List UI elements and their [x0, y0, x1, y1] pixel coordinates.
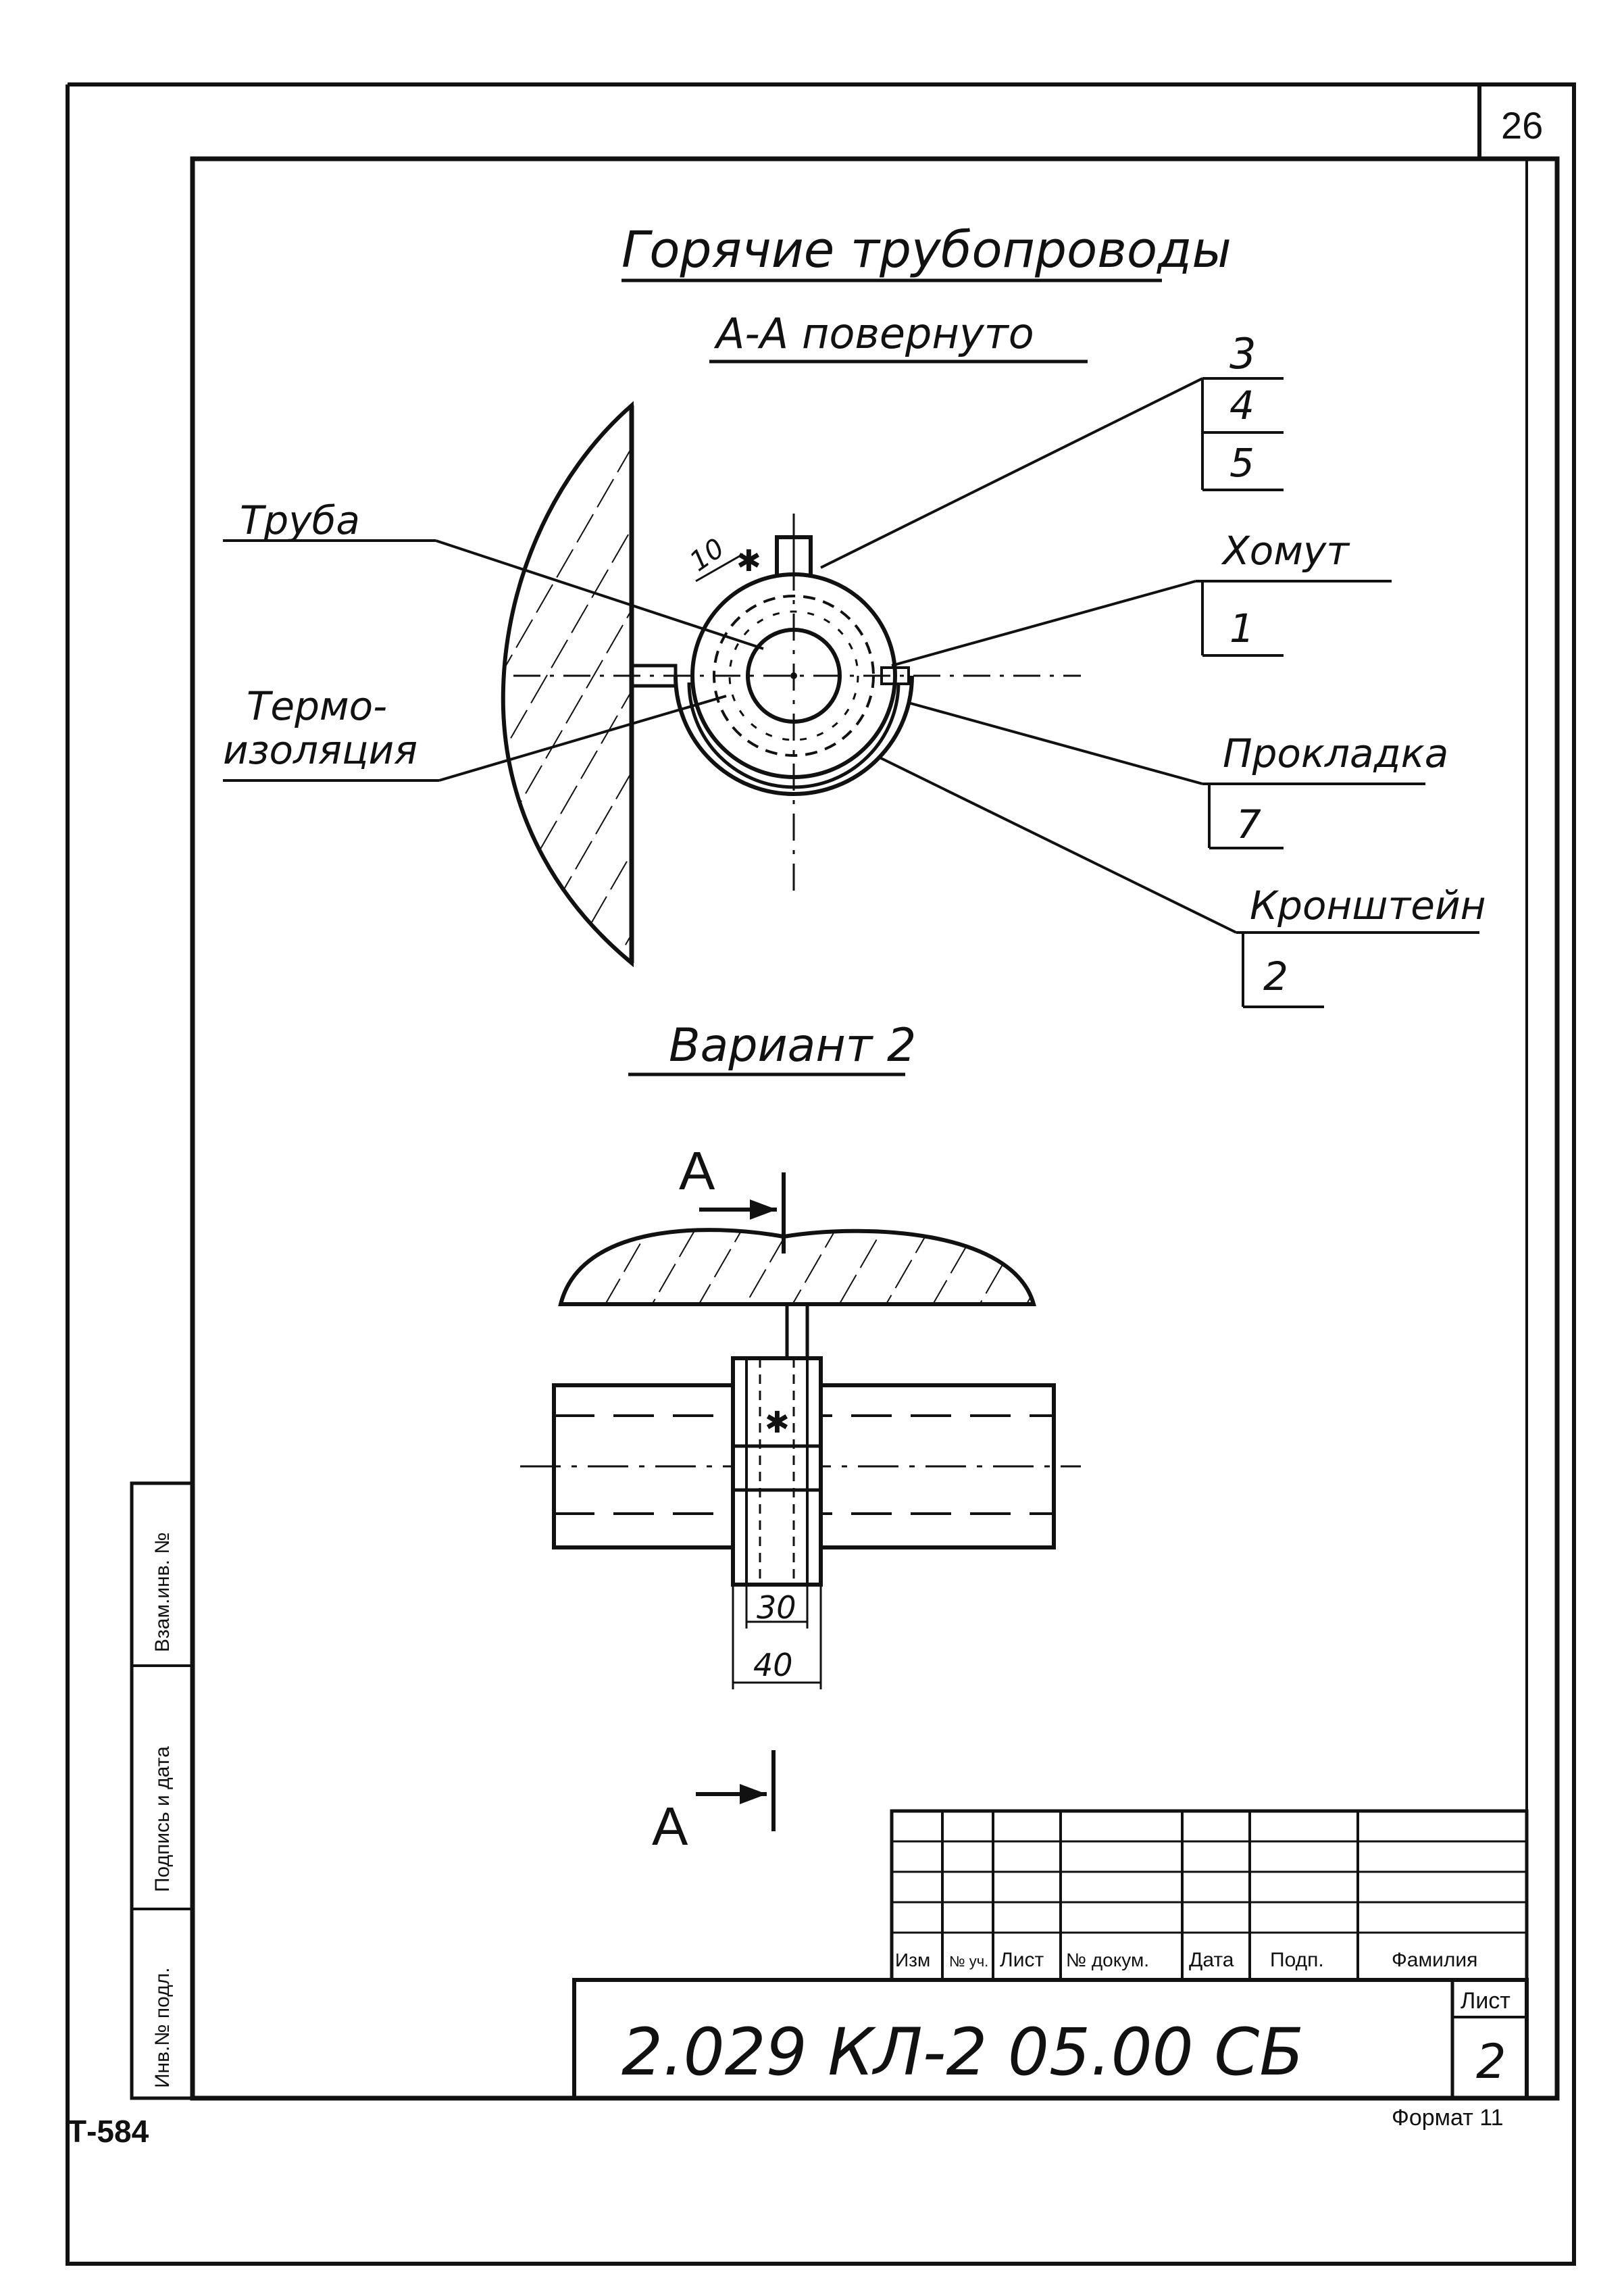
col-surname: Фамилия	[1392, 1949, 1477, 1971]
sheet-label: Лист	[1461, 1988, 1511, 2014]
stamp-cell-replace: Взам.инв. №	[151, 1532, 174, 1652]
section-label: А-А повернуто	[709, 309, 1088, 364]
dimension-outer: 40	[753, 1647, 793, 1683]
col-izm: Изм	[895, 1950, 930, 1970]
callout-gasket-label: Прокладка	[1223, 730, 1448, 776]
stamp-cell-inventory: Инв.№ подл.	[151, 1967, 174, 2088]
weld-size: 10	[684, 532, 730, 578]
page-frame	[66, 82, 1576, 2266]
footer-format: Формат 11	[1392, 2105, 1504, 2131]
stamp-cell-signature: Подпись и дата	[151, 1746, 174, 1892]
top-sheet-number: 26	[1501, 104, 1543, 147]
col-list: Лист	[1000, 1949, 1044, 1971]
side-stamp: Взам.инв. № Подпись и дата Инв.№ подл.	[130, 1481, 195, 2100]
col-uch: № уч.	[949, 1953, 988, 1970]
section-label-text: А-А повернуто	[713, 309, 1034, 358]
designation: 2.029 КЛ-2 05.00 СБ	[621, 2014, 1304, 2090]
col-doc: № докум.	[1066, 1950, 1149, 1970]
dimension-inner: 30	[757, 1589, 796, 1626]
section-marker-bottom: А	[652, 1796, 688, 1856]
ceiling-section	[558, 1228, 1036, 1306]
fastener-pos-4: 4	[1229, 382, 1254, 428]
pipe-circle	[746, 628, 842, 724]
title-block: Изм № уч. Лист № докум. Дата Подп. Фамил…	[572, 1809, 1529, 2100]
callout-pipe-label: Труба	[240, 497, 360, 543]
insulation-ring	[713, 595, 875, 757]
callout-gasket-pos: 7	[1236, 801, 1261, 847]
callout-fasteners: 3 4 5	[820, 329, 1284, 569]
callout-insulation-line1: Термо-	[247, 683, 387, 729]
variant-label: Вариант 2	[628, 1019, 916, 1076]
footer-code: Т-584	[68, 2114, 149, 2149]
variant-view: А ✱ 30 40 А	[520, 1141, 1081, 1856]
bracket-ring	[674, 675, 914, 796]
title-text: Горячие трубопроводы	[621, 221, 1232, 279]
svg-text:✱: ✱	[765, 1406, 790, 1439]
fastener-pos-3: 3	[1229, 329, 1256, 378]
wall-section	[501, 401, 634, 968]
callout-clamp-pos: 1	[1229, 605, 1254, 651]
callout-gasket: Прокладка 7	[908, 701, 1448, 849]
col-sign: Подп.	[1270, 1949, 1324, 1971]
callout-clamp: Хомут 1	[891, 528, 1392, 667]
callout-bracket-label: Кронштейн	[1250, 883, 1486, 928]
callout-insulation-line2: изоляция	[223, 727, 417, 773]
svg-text:✱: ✱	[736, 545, 761, 578]
callout-bracket-pos: 2	[1263, 953, 1288, 999]
sheet-value: 2	[1476, 2034, 1506, 2089]
section-marker-top: А	[679, 1141, 715, 1201]
callout-insulation: Термо- изоляция	[223, 683, 727, 782]
col-date: Дата	[1189, 1949, 1234, 1971]
fastener-pos-5: 5	[1229, 440, 1254, 486]
weld-mark: 10 ✱	[684, 532, 761, 582]
drawing-title: Горячие трубопроводы	[621, 221, 1232, 282]
variant-label-text: Вариант 2	[669, 1019, 916, 1072]
section-view: 10 ✱	[501, 401, 1081, 968]
callout-pipe: Труба	[223, 497, 764, 650]
callout-clamp-label: Хомут	[1221, 528, 1350, 574]
callout-bracket: Кронштейн 2	[878, 755, 1486, 1008]
